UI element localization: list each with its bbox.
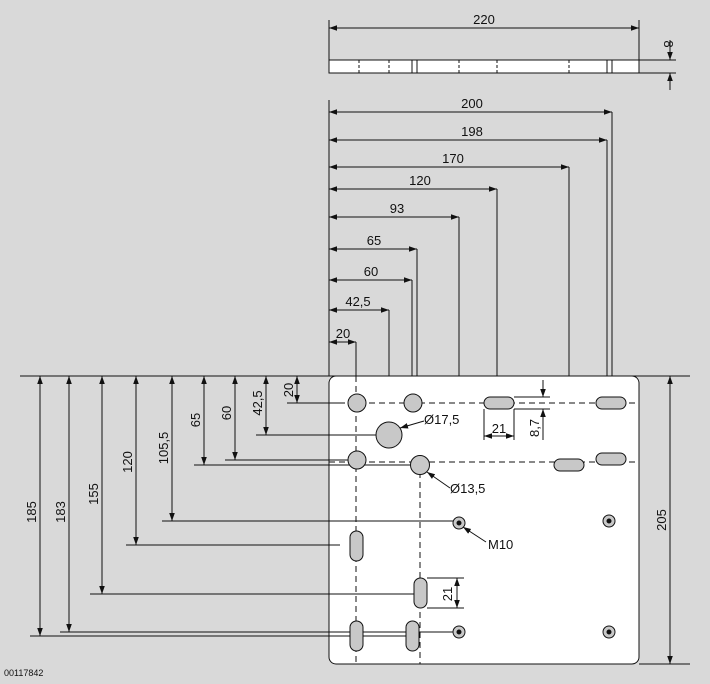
vertical-slot <box>349 530 364 562</box>
dim-v-20: 20 <box>281 383 296 397</box>
hole <box>403 393 423 413</box>
hole-callouts <box>399 420 487 543</box>
large-hole-label: Ø17,5 <box>424 412 459 427</box>
vertical-dimensions <box>20 375 690 665</box>
dim-v-183: 183 <box>53 501 68 523</box>
slot <box>595 396 627 410</box>
slot-length-label: 21 <box>492 421 506 436</box>
dim-60: 60 <box>364 264 378 279</box>
hole <box>347 393 367 413</box>
vertical-slot-label: 21 <box>440 587 455 601</box>
dim-198: 198 <box>461 124 483 139</box>
slot <box>483 396 515 410</box>
dim-170: 170 <box>442 151 464 166</box>
large-hole <box>375 421 403 449</box>
dim-93: 93 <box>390 201 404 216</box>
slot-offset-label: 8,7 <box>527 419 542 437</box>
dim-v-185: 185 <box>24 501 39 523</box>
slot <box>595 452 627 466</box>
hole <box>347 450 367 470</box>
slot-dimension <box>427 380 550 609</box>
dim-200: 200 <box>461 96 483 111</box>
vertical-slot <box>405 620 420 652</box>
dim-v-155: 155 <box>86 483 101 505</box>
dim-v-105-5: 105,5 <box>156 432 171 465</box>
side-view-bar <box>328 59 640 74</box>
dim-plate-height: 205 <box>654 509 669 531</box>
dim-v-60: 60 <box>219 406 234 420</box>
dim-120: 120 <box>409 173 431 188</box>
vertical-slot <box>349 620 364 652</box>
dim-v-42-5: 42,5 <box>250 390 265 415</box>
side-length-label: 220 <box>473 12 495 27</box>
dim-v-120: 120 <box>120 451 135 473</box>
dim-20: 20 <box>336 326 350 341</box>
vertical-slot <box>413 577 428 609</box>
dim-v-65: 65 <box>188 413 203 427</box>
slot <box>553 458 585 472</box>
medium-hole-label: Ø13,5 <box>450 481 485 496</box>
hole <box>410 455 430 475</box>
side-view <box>328 20 676 90</box>
reference-code: 00117842 <box>4 668 43 678</box>
dim-65: 65 <box>367 233 381 248</box>
thread-label: M10 <box>488 537 513 552</box>
side-thickness-label: 8 <box>661 40 676 47</box>
dim-42-5: 42,5 <box>345 294 370 309</box>
